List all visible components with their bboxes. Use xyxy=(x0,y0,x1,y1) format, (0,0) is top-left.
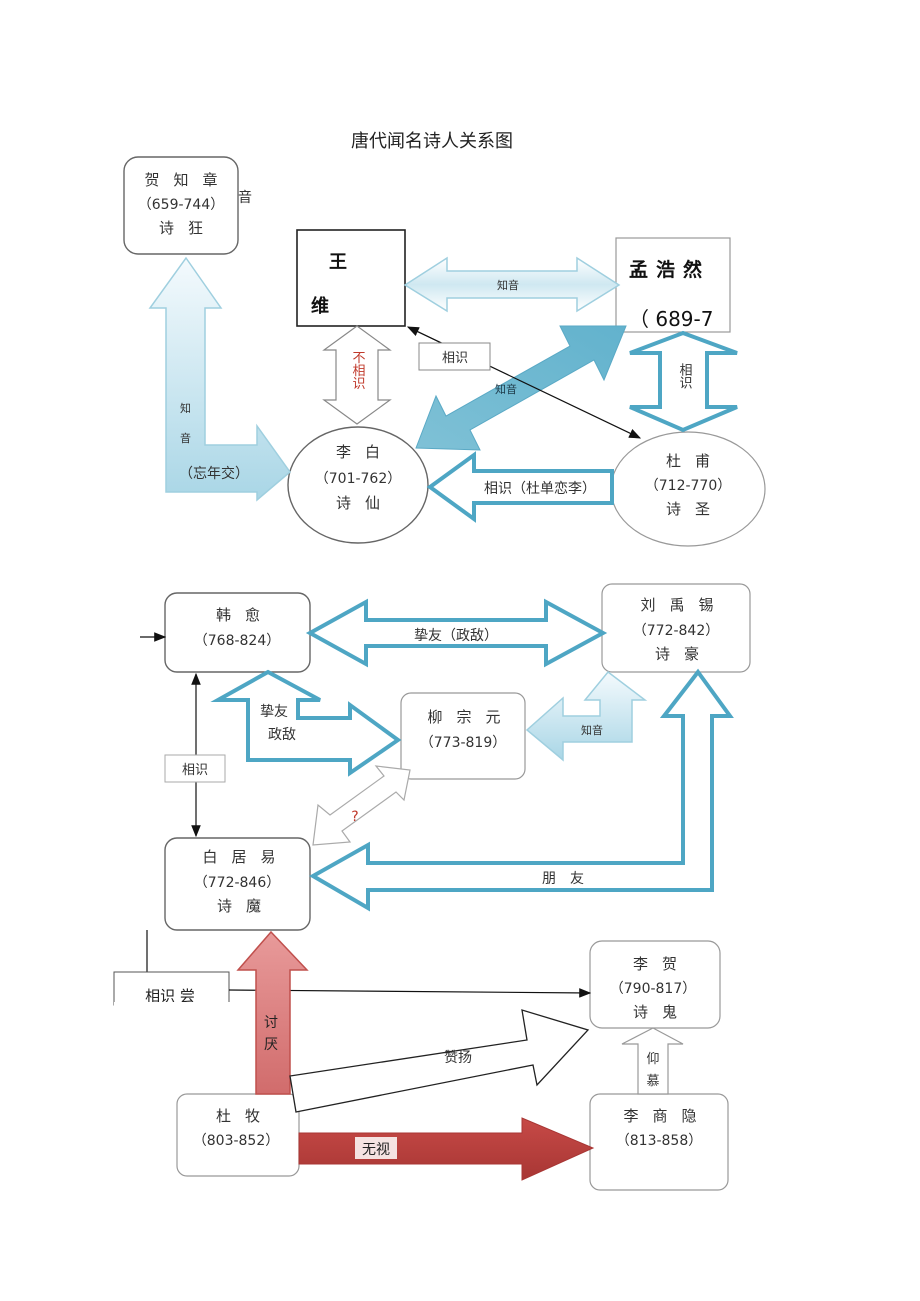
relation-arrow-meng-du: 相识 xyxy=(629,330,738,433)
relation-label: 朋友 xyxy=(542,871,598,887)
poet-li-he: 李贺 （790-817） 诗鬼 xyxy=(589,940,721,1029)
poet-name: 韩愈 xyxy=(216,606,274,624)
poet-years: （712-770） xyxy=(645,478,732,494)
poet-wang-wei: 王 维 xyxy=(296,229,406,327)
poet-meng-haoran: 孟浩然 （ 689-7 xyxy=(615,237,731,333)
relation-label: 无视 xyxy=(362,1142,390,1158)
poet-han-yu: 韩愈 （768-824） xyxy=(164,592,311,673)
relation-label: 相识 xyxy=(182,763,208,778)
poet-years: （803-852） xyxy=(193,1133,280,1149)
poet-name: 贺知章 xyxy=(144,171,231,189)
relation-arrow-dumu-lishangyin: 无视 xyxy=(298,1117,595,1181)
relation-label: 不相识 xyxy=(350,351,366,390)
relation-label: 相识 xyxy=(442,351,468,366)
poet-years: （813-858） xyxy=(616,1133,703,1149)
poet-name: 柳宗元 xyxy=(427,708,514,726)
poet-liu-zongyuan: 柳宗元 （773-819） xyxy=(400,692,526,780)
poet-li-shangyin: 李商隐 （813-858） xyxy=(589,1093,729,1191)
poet-bai-juyi: 白居易 （772-846） 诗魔 xyxy=(164,837,311,931)
relation-arrow-dumu-lihe: 赞扬 xyxy=(289,1009,590,1113)
relation-label: 知音 xyxy=(497,278,519,292)
relation-label: 相识（杜单恋李） xyxy=(484,480,596,497)
poet-he-zhizhang: 贺知章 （659-744） 诗狂 xyxy=(123,156,239,255)
poet-years: （790-817） xyxy=(610,981,697,997)
poet-name-part-1: 王 xyxy=(329,252,347,273)
relation-label: 挚友（政敌） xyxy=(414,628,498,644)
relation-label-line-2: 政敌 xyxy=(268,727,296,743)
poet-name: 白居易 xyxy=(202,848,289,866)
relation-arrow-liuyx-bai: 朋友 xyxy=(308,668,734,912)
poet-years: （659-744） xyxy=(138,197,225,213)
relation-arrow-lishangyin-lihe: 仰 慕 xyxy=(621,1027,684,1095)
relation-label-line-1: 仰 xyxy=(646,1052,659,1067)
poet-title: 诗圣 xyxy=(666,500,724,518)
relation-label: 赞扬 xyxy=(444,1050,472,1066)
poet-du-fu: 杜甫 （712-770） 诗圣 xyxy=(610,431,766,547)
relation-arrow-he-li: 知 音 （忘年交） xyxy=(148,256,292,502)
relation-label: 知音 xyxy=(495,382,517,396)
relation-arrow-dumu-bai: 讨 厌 xyxy=(236,930,309,1095)
relation-line-wang-du: 相识 xyxy=(406,326,642,439)
poet-name-part-2: 维 xyxy=(311,295,329,317)
poet-name: 刘禹锡 xyxy=(640,596,727,614)
poet-title: 诗鬼 xyxy=(633,1003,691,1021)
poet-name: 杜牧 xyxy=(216,1107,274,1125)
relation-arrow-liuyx-liuzy: 知音 xyxy=(525,670,648,762)
relation-line-han-bai: 相识 xyxy=(164,672,226,838)
poet-years: （701-762） xyxy=(315,471,402,487)
poet-du-mu: 杜牧 （803-852） xyxy=(176,1093,300,1177)
poet-years: （773-819） xyxy=(420,735,507,751)
relation-label: ? xyxy=(351,809,358,825)
relation-label-line-1: 讨 xyxy=(264,1015,278,1031)
poet-years: （772-846） xyxy=(194,875,281,891)
relation-label-line-2: 厌 xyxy=(264,1037,278,1053)
poet-title: 诗魔 xyxy=(217,897,275,915)
poet-title: 诗狂 xyxy=(159,219,217,237)
relation-box-cutoff: 相识 尝 xyxy=(113,930,592,1010)
relation-arrow-li-meng: 知音 xyxy=(415,325,627,451)
relation-arrow-bai-liuzy: ? xyxy=(312,765,411,846)
relation-arrow-han-liuyx: 挚友（政敌） xyxy=(305,598,608,668)
poet-title: 诗仙 xyxy=(336,494,394,512)
relation-label: 相识 尝 xyxy=(145,987,195,1005)
relation-label: 相识 xyxy=(677,363,693,389)
relation-label-vertical-2: 音 xyxy=(180,431,191,445)
poet-name: 李贺 xyxy=(633,955,691,973)
poet-years: （768-824） xyxy=(194,633,281,649)
relation-arrow-wang-meng: 知音 xyxy=(403,256,621,313)
stray-glyph-fragment: 音 xyxy=(238,189,252,206)
poet-liu-yuxi: 刘禹锡 （772-842） 诗豪 xyxy=(601,583,751,673)
relation-label: 知音 xyxy=(581,723,603,737)
relation-arrow-du-li: 相识（杜单恋李） xyxy=(426,451,614,523)
relation-label-vertical-1: 知 xyxy=(180,401,191,415)
poet-name: 孟浩然 xyxy=(629,258,710,281)
diagram-title: 唐代闻名诗人关系图 xyxy=(351,131,513,152)
relation-label-line-1: 挚友 xyxy=(260,704,288,720)
poet-years: （772-842） xyxy=(633,623,720,639)
relation-arrow-wang-li: 不相识 xyxy=(322,325,392,425)
poet-name: 李白 xyxy=(336,443,394,461)
poet-name: 杜甫 xyxy=(666,452,724,470)
relation-label-line-2: 慕 xyxy=(646,1074,659,1089)
relation-label: （忘年交） xyxy=(179,465,249,482)
poet-years: （ 689-7 xyxy=(629,307,713,331)
poet-li-bai: 李白 （701-762） 诗仙 xyxy=(287,426,429,544)
poet-name: 李商隐 xyxy=(623,1107,710,1125)
relation-arrow-han-liuzy: 挚友 政敌 xyxy=(210,669,402,777)
poet-title: 诗豪 xyxy=(655,645,713,663)
